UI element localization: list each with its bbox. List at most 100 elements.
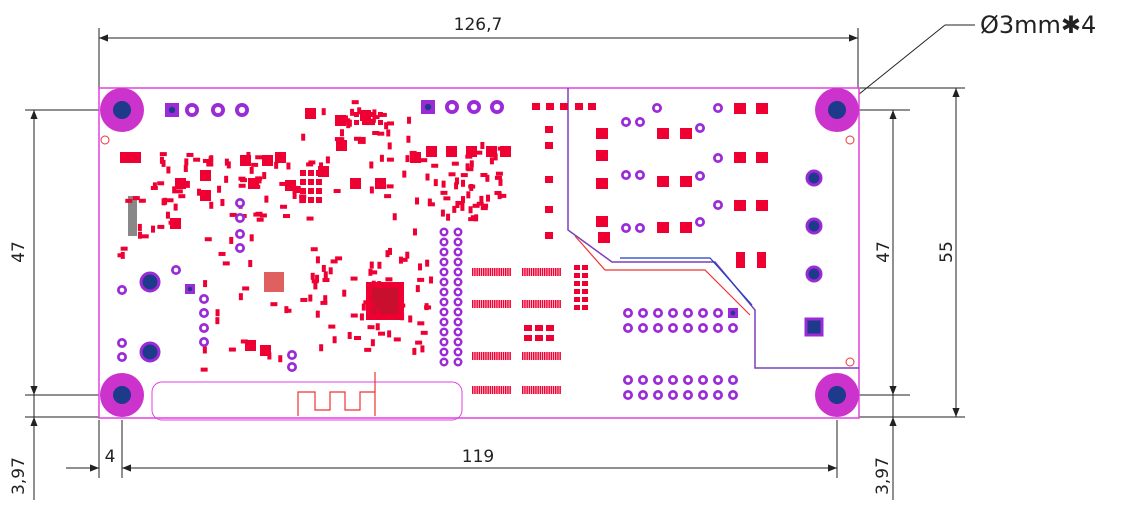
smd-pad: [386, 129, 391, 137]
via-hole: [173, 267, 179, 273]
smd-pad: [427, 202, 435, 207]
smd-pad: [582, 305, 588, 310]
smd-pad: [545, 126, 553, 133]
via-hole: [730, 310, 736, 316]
smd-pad: [524, 335, 532, 341]
via-hole: [730, 392, 736, 398]
smd-pad: [528, 268, 531, 276]
via-hole: [685, 392, 691, 398]
smd-pad: [321, 264, 326, 272]
smd-pad: [310, 247, 318, 252]
smd-pad: [535, 335, 543, 341]
smd-pad: [400, 257, 408, 262]
smd-pad: [282, 214, 290, 219]
smd-pad: [472, 268, 474, 276]
smd-pad: [315, 310, 320, 318]
smd-pad: [494, 300, 496, 308]
smd-pad: [308, 197, 314, 203]
smd-pad: [253, 212, 261, 217]
hole-callout-note: Ø3mm✱4: [980, 11, 1096, 39]
via-hole: [715, 392, 721, 398]
smd-pad: [429, 276, 434, 284]
via-hole: [237, 200, 243, 206]
smd-pad: [350, 313, 358, 318]
antenna-area: [151, 381, 463, 421]
smd-pad: [420, 158, 428, 163]
smd-pad: [238, 293, 243, 301]
smd-pad: [472, 386, 474, 394]
smd-pad: [524, 352, 526, 360]
via-hole: [455, 339, 461, 345]
smd-pad: [120, 251, 125, 259]
smd-pad: [359, 313, 364, 321]
smd-pad: [480, 268, 483, 276]
smd-pad: [441, 180, 446, 188]
via-hole: [697, 219, 703, 225]
smd-pad: [545, 176, 553, 183]
smd-pad: [526, 268, 528, 276]
smd-pad: [546, 352, 548, 360]
smd-pad: [555, 268, 557, 276]
via-hole: [441, 259, 447, 265]
dimension-lines: [25, 24, 975, 500]
via-hole: [214, 106, 222, 114]
via-hole: [715, 155, 721, 161]
smd-pad: [240, 339, 248, 344]
smd-pad: [474, 352, 476, 360]
smd-pad: [388, 247, 393, 255]
connector: [128, 196, 137, 236]
smd-pad: [242, 286, 250, 291]
via-hole: [697, 125, 703, 131]
smd-pad: [505, 386, 507, 394]
via-hole: [700, 377, 706, 383]
smd-pad: [157, 181, 165, 186]
smd-pad: [120, 152, 131, 163]
smd-pad: [574, 289, 580, 294]
smd-pad: [408, 315, 413, 323]
smd-pad: [544, 352, 546, 360]
smd-pad: [229, 236, 234, 244]
smd-pad: [375, 178, 386, 189]
smd-pad: [550, 352, 553, 360]
smd-pad: [305, 108, 316, 119]
smd-pad: [405, 155, 410, 163]
smd-pads: [117, 100, 768, 394]
smd-pad: [372, 130, 380, 135]
smd-pad: [474, 386, 476, 394]
smd-pad: [480, 141, 485, 149]
smd-pad: [582, 297, 588, 302]
via-hole: [670, 325, 676, 331]
smd-pad: [522, 268, 524, 276]
via-hole: [670, 392, 676, 398]
smd-pad: [306, 216, 314, 221]
smd-pad: [332, 336, 337, 344]
smd-pad: [240, 155, 251, 166]
via-hole: [455, 289, 461, 295]
smd-pad: [186, 152, 194, 157]
via-hole: [700, 325, 706, 331]
smd-pad: [130, 152, 141, 163]
dim-bottom-right-margin: 3,97: [873, 457, 893, 495]
smd-pad: [371, 280, 376, 288]
smd-pad: [545, 206, 553, 213]
smd-pad: [319, 344, 324, 352]
via-hole: [715, 325, 721, 331]
smd-pad: [505, 300, 507, 308]
smd-pad: [680, 222, 692, 233]
smd-pad: [486, 146, 497, 157]
smd-pad: [657, 128, 669, 139]
smd-pad: [500, 300, 503, 308]
fiducial: [100, 135, 110, 145]
smd-pad: [138, 231, 143, 239]
smd-pad: [292, 191, 297, 199]
smd-pad: [469, 160, 474, 168]
smd-pad: [499, 193, 507, 198]
smd-pad: [480, 206, 488, 211]
smd-pad: [353, 136, 361, 141]
smd-pad: [509, 268, 511, 276]
pcb-board: [98, 87, 860, 421]
smd-pad: [491, 386, 494, 394]
smd-pad: [530, 386, 533, 394]
smd-pad: [557, 300, 559, 308]
dim-left-hole-spacing-y: 47: [9, 241, 29, 263]
